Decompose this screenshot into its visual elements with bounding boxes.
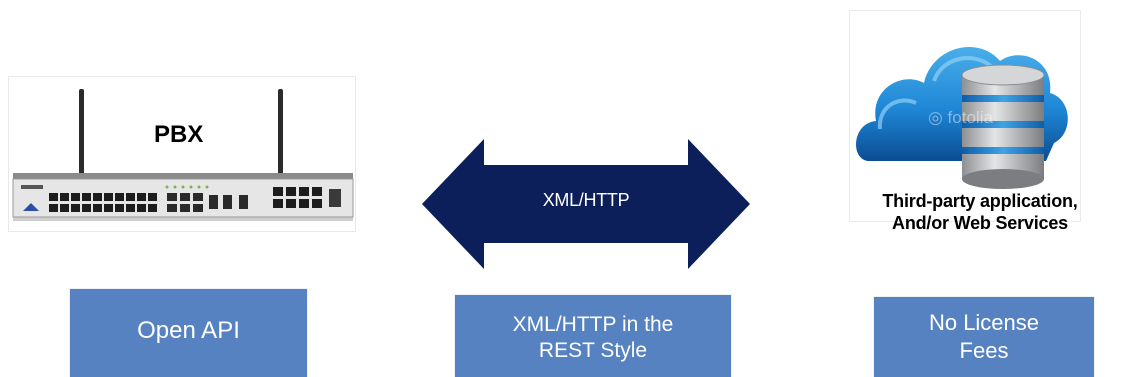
fotolia-watermark: ◎ fotolia — [928, 108, 993, 127]
rest-style-box: XML/HTTP in the REST Style — [455, 295, 731, 377]
double-headed-arrow-icon — [422, 139, 750, 269]
no-license-line-1: No License — [928, 310, 1040, 335]
cloud-database-icon: ◎ fotolia — [856, 47, 1068, 189]
cloud-caption: Third-party application, And/or Web Serv… — [849, 190, 1111, 234]
pbx-label: PBX — [154, 121, 204, 148]
pbx-router-icon — [12, 89, 354, 221]
cloud-caption-line-1: Third-party application, — [882, 191, 1078, 211]
open-api-box: Open API — [70, 289, 307, 377]
no-license-fees-box: No License Fees — [874, 297, 1094, 377]
rest-style-line-2: REST Style — [538, 339, 648, 362]
cloud-database-panel: ◎ fotolia — [849, 10, 1081, 222]
open-api-label: Open API — [137, 317, 240, 344]
cloud-caption-line-2: And/or Web Services — [892, 213, 1068, 233]
xml-http-label: XML/HTTP — [542, 190, 630, 210]
no-license-line-2: Fees — [959, 338, 1009, 363]
rest-style-line-1: XML/HTTP in the — [512, 313, 674, 336]
pbx-panel: PBX — [8, 76, 356, 232]
